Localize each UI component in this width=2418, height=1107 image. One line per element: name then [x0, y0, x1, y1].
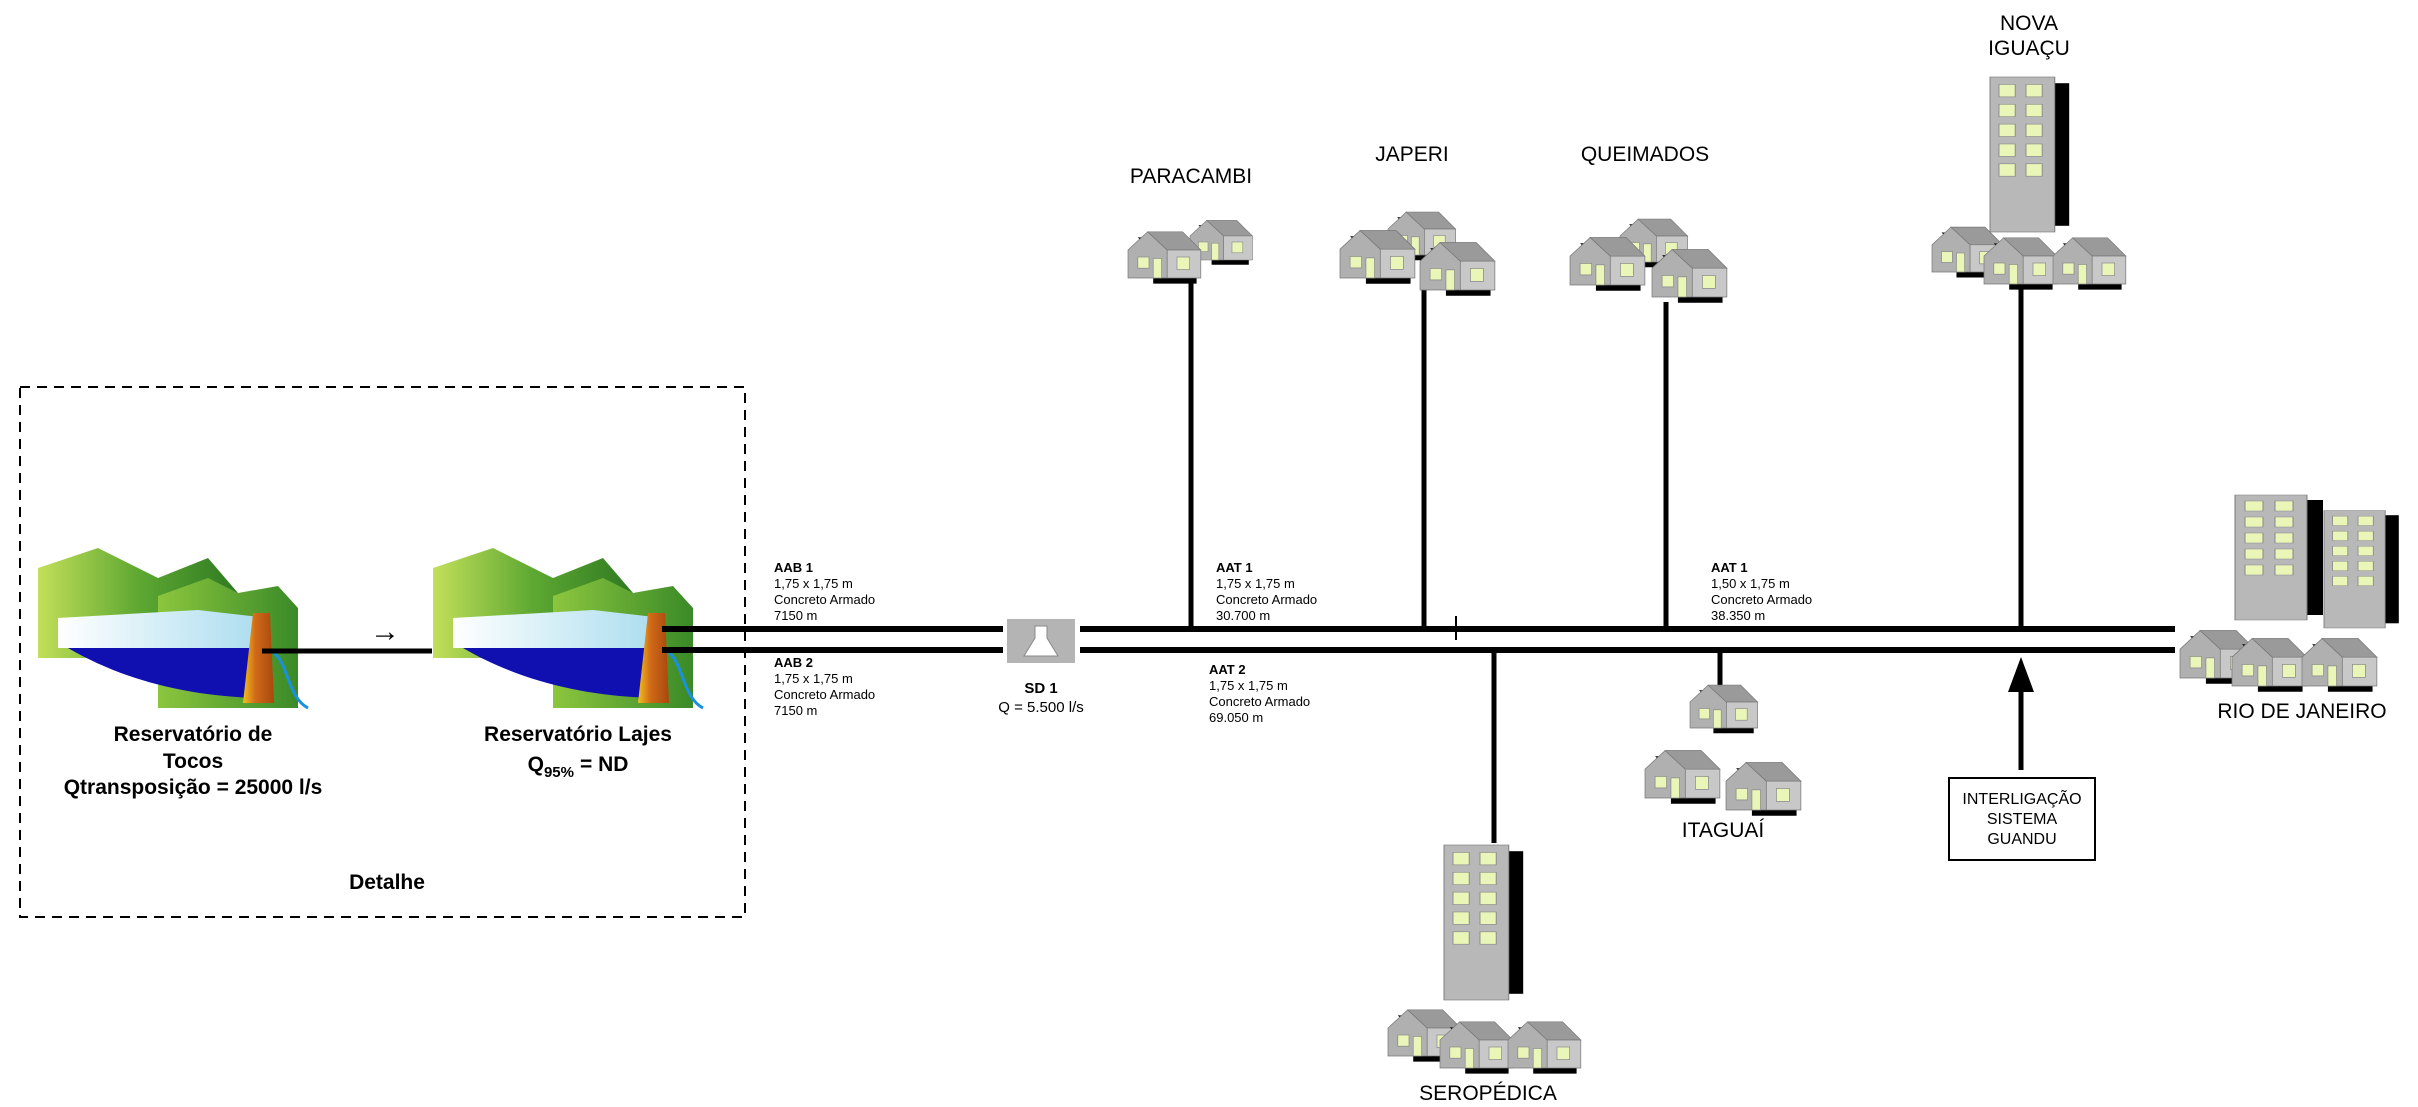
house-icon — [1983, 237, 2058, 290]
city-rio-de-janeiro: RIO DE JANEIRO — [2179, 494, 2400, 723]
pipe-label-aab1: AAB 1 1,75 x 1,75 m Concreto Armado 7150… — [774, 560, 875, 623]
lajes-name: Reservatório Lajes — [484, 723, 672, 746]
city-nova-iguacu: NOVA IGUAÇU — [1931, 12, 2127, 290]
aat1a-dimensions: 1,75 x 1,75 m — [1216, 576, 1295, 591]
aat1b-dimensions: 1,50 x 1,75 m — [1711, 576, 1790, 591]
reservoir-tocos-illustration — [36, 546, 310, 710]
interconnection-box: INTERLIGAÇÃO SISTEMA GUANDU — [1948, 777, 2096, 861]
interconnection-arrow-icon — [2008, 657, 2034, 692]
interconnection-line1: INTERLIGAÇÃO — [1962, 788, 2081, 808]
interconnection-line2: SISTEMA — [1987, 811, 2058, 828]
nova-iguacu-label-line1: NOVA — [2000, 12, 2058, 35]
aat2-length: 69.050 m — [1209, 710, 1263, 725]
station-sd1: SD 1 Q = 5.500 l/s — [998, 619, 1084, 716]
aat1b-name: AAT 1 — [1711, 560, 1748, 575]
house-icon — [1439, 1021, 1514, 1074]
aab2-dimensions: 1,75 x 1,75 m — [774, 671, 853, 686]
station-flow: Q = 5.500 l/s — [998, 699, 1083, 716]
house-icon — [2231, 638, 2308, 693]
aat1b-length: 38.350 m — [1711, 608, 1765, 623]
building-icon — [1443, 844, 1524, 1001]
interconnection-frame — [1948, 777, 2096, 861]
house-icon — [1339, 230, 1416, 285]
queimados-label: QUEIMADOS — [1581, 143, 1709, 166]
main-pipelines — [662, 626, 2175, 653]
building-icon — [2234, 494, 2324, 621]
city-seropedica: SEROPÉDICA — [1387, 844, 1582, 1105]
pipe-label-aab2: AAB 2 1,75 x 1,75 m Concreto Armado 7150… — [774, 655, 875, 718]
aab1-dimensions: 1,75 x 1,75 m — [774, 576, 853, 591]
house-icon — [1419, 242, 1496, 297]
nova-iguacu-label-line2: IGUAÇU — [1988, 37, 2070, 60]
tocos-flow: Qtransposição = 25000 l/s — [64, 776, 323, 799]
aab2-length: 7150 m — [774, 703, 817, 718]
house-icon — [1651, 249, 1728, 304]
aat1a-name: AAT 1 — [1216, 560, 1253, 575]
interconnection-line3: GUANDU — [1987, 831, 2056, 848]
paracambi-label: PARACAMBI — [1130, 165, 1252, 188]
city-paracambi: PARACAMBI — [1127, 165, 1253, 284]
lajes-flow: Q95%= ND — [528, 753, 629, 781]
house-icon — [1725, 762, 1802, 817]
aab1-material: Concreto Armado — [774, 592, 875, 607]
tocos-name-line1: Reservatório de — [114, 723, 273, 746]
house-icon — [1569, 237, 1646, 292]
pipe-label-aat2: AAT 2 1,75 x 1,75 m Concreto Armado 69.0… — [1209, 662, 1310, 725]
house-icon — [2052, 237, 2127, 290]
transfer-arrow-icon: → — [370, 615, 400, 648]
city-queimados: QUEIMADOS — [1569, 143, 1728, 304]
flask-icon — [1023, 625, 1059, 657]
house-icon — [1644, 750, 1721, 805]
aat1a-length: 30.700 m — [1216, 608, 1270, 623]
station-name: SD 1 — [1024, 680, 1057, 697]
house-icon — [1507, 1021, 1582, 1074]
japeri-label: JAPERI — [1375, 143, 1449, 166]
building-icon — [1989, 76, 2070, 233]
seropedica-label: SEROPÉDICA — [1419, 1082, 1557, 1105]
pipe-label-aat1-b: AAT 1 1,50 x 1,75 m Concreto Armado 38.3… — [1711, 560, 1812, 623]
aab1-name: AAB 1 — [774, 560, 813, 575]
detail-label: Detalhe — [349, 871, 425, 894]
aat2-dimensions: 1,75 x 1,75 m — [1209, 678, 1288, 693]
city-japeri: JAPERI — [1339, 143, 1496, 297]
city-itaguai: ITAGUAÍ — [1644, 684, 1802, 842]
aab2-material: Concreto Armado — [774, 687, 875, 702]
aab2-name: AAB 2 — [774, 655, 813, 670]
house-icon — [2301, 638, 2378, 693]
house-icon — [1689, 684, 1758, 734]
aat2-material: Concreto Armado — [1209, 694, 1310, 709]
building-icon — [2323, 510, 2400, 629]
tocos-name-line2: Tocos — [163, 750, 223, 773]
rio-label: RIO DE JANEIRO — [2217, 700, 2386, 723]
house-icon — [1127, 231, 1202, 284]
itaguai-label: ITAGUAÍ — [1682, 819, 1765, 842]
aat2-name: AAT 2 — [1209, 662, 1246, 677]
aat1b-material: Concreto Armado — [1711, 592, 1812, 607]
aab1-length: 7150 m — [774, 608, 817, 623]
aat1a-material: Concreto Armado — [1216, 592, 1317, 607]
branch-lines — [1188, 278, 2024, 843]
pipe-label-aat1-a: AAT 1 1,75 x 1,75 m Concreto Armado 30.7… — [1216, 560, 1317, 623]
